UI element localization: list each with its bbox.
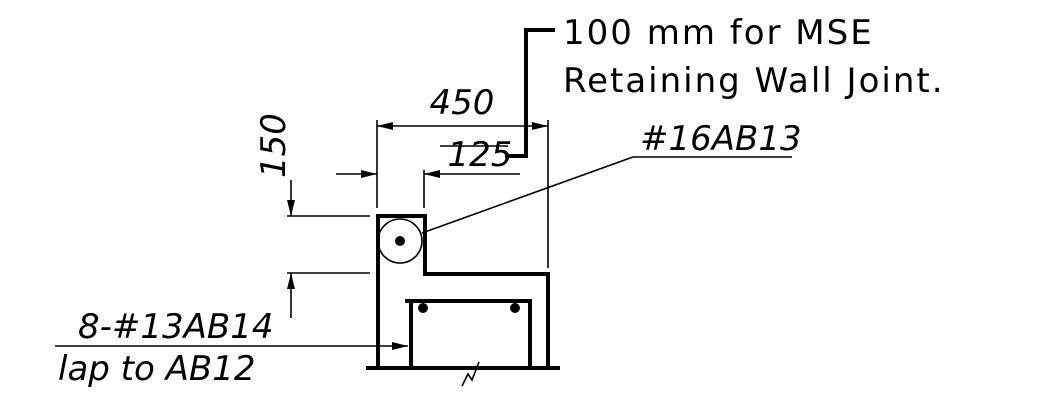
dimension-450 bbox=[376, 120, 549, 268]
note-line-2: Retaining Wall Joint. bbox=[563, 61, 945, 101]
bar-top-leader bbox=[421, 156, 634, 234]
bar-top-label: #16AB13 bbox=[640, 119, 802, 159]
note-line-1: 100 mm for MSE bbox=[563, 13, 874, 53]
break-line bbox=[461, 361, 480, 387]
dimension-125 bbox=[336, 170, 520, 208]
bars-side-label-1: 8-#13AB14 bbox=[78, 307, 274, 347]
rebar-dot-top bbox=[395, 236, 405, 246]
dim-150-text: 150 bbox=[254, 113, 294, 178]
dim-450-text: 450 bbox=[430, 83, 495, 123]
stirrup-outline bbox=[405, 299, 532, 368]
joint-leader bbox=[505, 28, 555, 158]
rebar-circle-top bbox=[377, 218, 423, 264]
dim-125-text: 125 bbox=[448, 135, 513, 175]
rebar-dot-left bbox=[418, 303, 428, 313]
dimension-150 bbox=[287, 180, 370, 318]
bars-side-label-2: lap to AB12 bbox=[58, 349, 255, 389]
rebar-dot-right bbox=[510, 303, 520, 313]
